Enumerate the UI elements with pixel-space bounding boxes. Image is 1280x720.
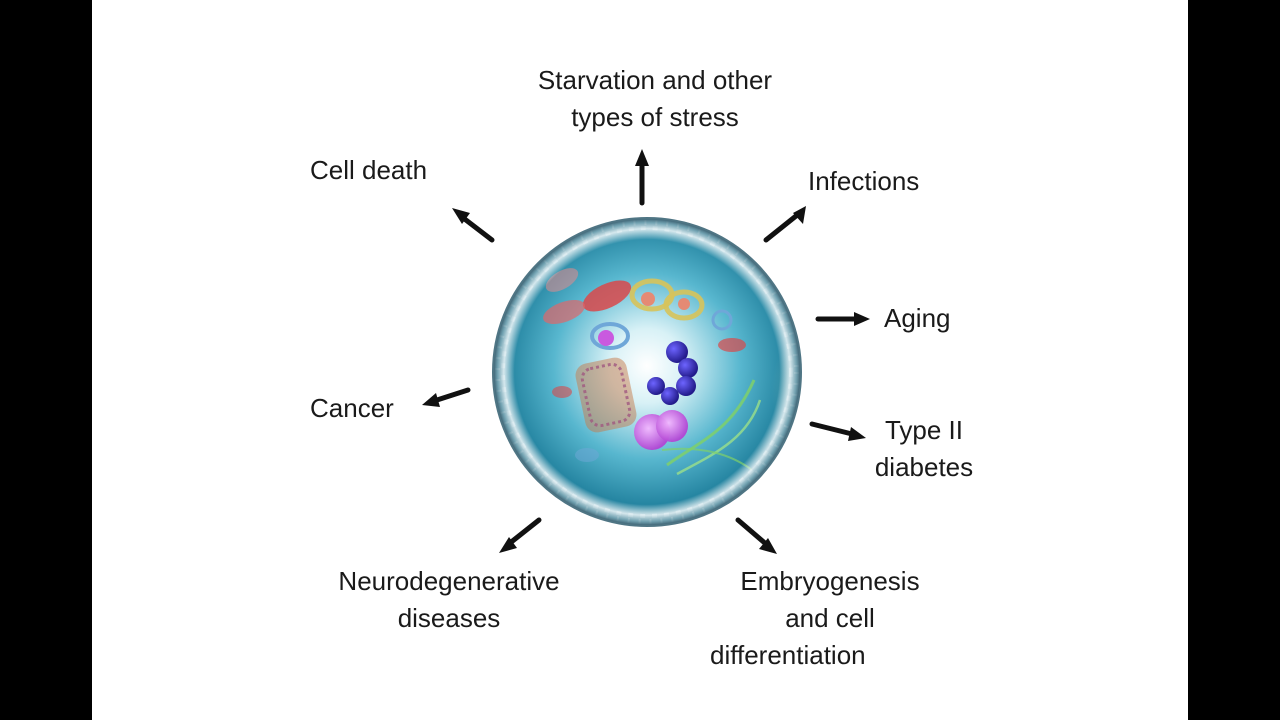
- label-starvation: Starvation and other types of stress: [490, 62, 820, 136]
- label-neurodegenerative: Neurodegenerative diseases: [304, 563, 594, 637]
- label-starvation-line-1: Starvation and other: [537, 65, 773, 95]
- label-type2-line-2: diabetes: [874, 452, 974, 482]
- label-embryo-line-3: differentiation: [710, 640, 866, 670]
- label-embryo-line-1: Embryogenesis: [740, 566, 920, 596]
- label-cell-death: Cell death: [310, 155, 428, 185]
- arrow-type2-diabetes: [809, 421, 866, 441]
- arrow-cell-death: [452, 208, 495, 243]
- cell-illustration-icon: [492, 217, 802, 527]
- arrow-neurodegenerative: [499, 517, 542, 553]
- label-aging: Aging: [884, 303, 951, 333]
- label-cancer: Cancer: [310, 393, 394, 423]
- label-type2-diabetes: Type II diabetes: [854, 412, 994, 486]
- arrow-starvation: [635, 149, 649, 206]
- label-neuro-line-1: Neurodegenerative: [338, 566, 560, 596]
- label-starvation-line-2: types of stress: [571, 102, 739, 132]
- label-type2-line-1: Type II: [884, 415, 964, 445]
- label-neuro-line-2: diseases: [397, 603, 501, 633]
- diagram-canvas: Starvation and other types of stress Cel…: [92, 0, 1188, 720]
- arrow-embryogenesis: [735, 517, 777, 554]
- arrow-infections: [763, 206, 806, 243]
- autophagy-diagram: [422, 149, 870, 554]
- arrow-cancer: [422, 387, 471, 407]
- label-infections: Infections: [808, 166, 920, 196]
- arrow-aging: [815, 312, 870, 326]
- label-embryogenesis: Embryogenesis and cell differentiation: [710, 563, 950, 674]
- label-embryo-line-2: and cell: [785, 603, 875, 633]
